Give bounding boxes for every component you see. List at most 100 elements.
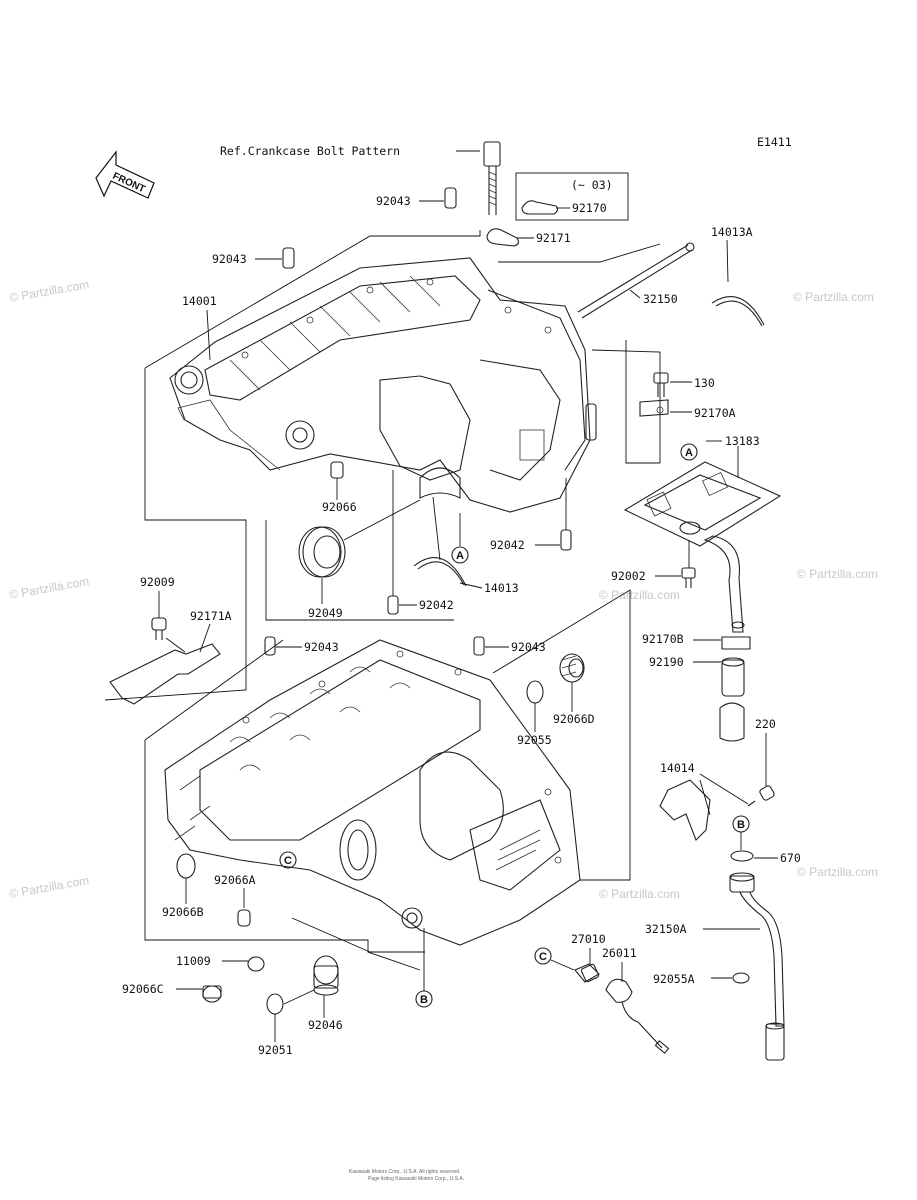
part-92170A[interactable]: 92170A: [694, 406, 736, 420]
bolt-130-shape: [653, 372, 669, 397]
oring-92055-shape: [526, 680, 544, 704]
bracket-92171A-shape: [109, 643, 221, 705]
part-92043-lower-left[interactable]: 92043: [304, 640, 339, 654]
svg-text:A: A: [456, 550, 464, 562]
part-14013A[interactable]: 14013A: [711, 225, 753, 239]
dowel-92066A-shape: [237, 909, 251, 927]
part-92042-right[interactable]: 92042: [490, 538, 525, 552]
variant-box: [515, 172, 629, 221]
part-92009[interactable]: 92009: [140, 575, 175, 589]
part-92049[interactable]: 92049: [308, 606, 343, 620]
lower-crankcase-shape: [164, 639, 581, 946]
part-92043-lower-right[interactable]: 92043: [511, 640, 546, 654]
part-13183[interactable]: 13183: [725, 434, 760, 448]
part-92171A[interactable]: 92171A: [190, 609, 232, 623]
upper-group-left-bracket: [104, 368, 247, 701]
plug-92066B-shape: [176, 853, 196, 879]
crankcase-bolt-shape: [483, 141, 501, 215]
part-14013[interactable]: 14013: [484, 581, 519, 595]
svg-text:C: C: [539, 951, 547, 963]
callout-A-strainer: [680, 443, 698, 461]
watermark-right-1: © Partzilla.com: [793, 290, 874, 304]
part-92046[interactable]: 92046: [308, 1018, 343, 1032]
lower-group-bracket: [144, 740, 421, 971]
footer-listing: Page listing Kawasaki Motors Corp., U.S.…: [368, 1176, 464, 1182]
part-670[interactable]: 670: [780, 851, 801, 865]
part-27010[interactable]: 27010: [571, 932, 606, 946]
front-arrow-icon: FRONT: [95, 150, 155, 199]
callout-C-switch: [534, 947, 552, 965]
watermarks: © Partzilla.com © Partzilla.com © Partzi…: [8, 277, 878, 901]
part-220[interactable]: 220: [755, 717, 776, 731]
watermark-right-2: © Partzilla.com: [797, 567, 878, 581]
dowel-92042-right: [560, 529, 572, 551]
plug-92066D-shape: [559, 653, 585, 683]
watermark-left-3: © Partzilla.com: [8, 873, 90, 901]
part-92055A[interactable]: 92055A: [653, 972, 695, 986]
oring-670-shape: [730, 850, 754, 862]
clamp-92171-shape: [486, 228, 519, 247]
bolt-220-shape: [747, 785, 775, 807]
hose-92190-shape: [719, 657, 745, 742]
dowel-92043-lower-right: [473, 636, 485, 656]
part-130[interactable]: 130: [694, 376, 715, 390]
oil-seal-92049-shape: [298, 526, 346, 578]
part-26011[interactable]: 26011: [602, 946, 637, 960]
part-92002[interactable]: 92002: [611, 569, 646, 583]
fork-14014-shape: [659, 779, 711, 841]
bearing-92046-shape: [313, 955, 339, 996]
switch-27010-shape: [574, 963, 600, 983]
diagram-code: E1411: [757, 135, 792, 149]
svg-text:A: A: [685, 447, 693, 459]
clamp-92170B-shape: [721, 636, 751, 650]
ref-bolt-pattern-label: Ref.Crankcase Bolt Pattern: [220, 144, 400, 158]
clamp-92170A-shape: [639, 399, 669, 417]
part-92190[interactable]: 92190: [649, 655, 684, 669]
oil-pipe-32150-shape: [577, 242, 695, 319]
dowel-92043-left: [282, 247, 295, 269]
watermark-mid-2: © Partzilla.com: [599, 588, 680, 602]
part-14001[interactable]: 14001: [182, 294, 217, 308]
plug-92066C-shape: [202, 985, 222, 1003]
variant-note: (~ 03): [571, 178, 613, 192]
watermark-left-2: © Partzilla.com: [8, 574, 90, 602]
part-92171[interactable]: 92171: [536, 231, 571, 245]
part-92066A[interactable]: 92066A: [214, 873, 256, 887]
part-92066C[interactable]: 92066C: [122, 982, 164, 996]
oil-pipe-32150A-shape: [729, 872, 785, 1061]
watermark-right-3: © Partzilla.com: [797, 865, 878, 879]
footer-copyright: Kawasaki Motors Corp., U.S.A. All rights…: [349, 1169, 460, 1175]
part-92170B[interactable]: 92170B: [642, 632, 684, 646]
part-92051[interactable]: 92051: [258, 1043, 293, 1057]
part-14014[interactable]: 14014: [660, 761, 695, 775]
bolt-92009-shape: [151, 617, 167, 640]
part-92066B[interactable]: 92066B: [162, 905, 204, 919]
dowel-92043-top: [444, 187, 457, 209]
callout-C-case: [279, 851, 297, 869]
watermark-left-1: © Partzilla.com: [8, 277, 90, 305]
dowel-92042-left: [387, 595, 399, 615]
oil-strainer-13183-shape: [623, 461, 782, 633]
svg-text:B: B: [737, 819, 745, 831]
clip-14013A-shape: [711, 296, 765, 326]
clip-14013-shape: [413, 557, 467, 587]
svg-text:C: C: [284, 855, 292, 867]
svg-text:B: B: [420, 994, 428, 1006]
washer-92051-shape: [266, 993, 284, 1015]
part-32150[interactable]: 32150: [643, 292, 678, 306]
part-92170[interactable]: 92170: [572, 201, 607, 215]
bolt-92002-shape: [681, 567, 696, 588]
watermark-mid-3: © Partzilla.com: [599, 887, 680, 901]
gasket-11009-shape: [247, 956, 265, 972]
callout-A-clip: [451, 546, 469, 564]
part-92043-left[interactable]: 92043: [212, 252, 247, 266]
part-32150A[interactable]: 32150A: [645, 922, 687, 936]
part-92066[interactable]: 92066: [322, 500, 357, 514]
part-92043-top[interactable]: 92043: [376, 194, 411, 208]
part-11009[interactable]: 11009: [176, 954, 211, 968]
part-92066D[interactable]: 92066D: [553, 712, 595, 726]
dowel-92066: [330, 461, 344, 479]
part-92042-left[interactable]: 92042: [419, 598, 454, 612]
